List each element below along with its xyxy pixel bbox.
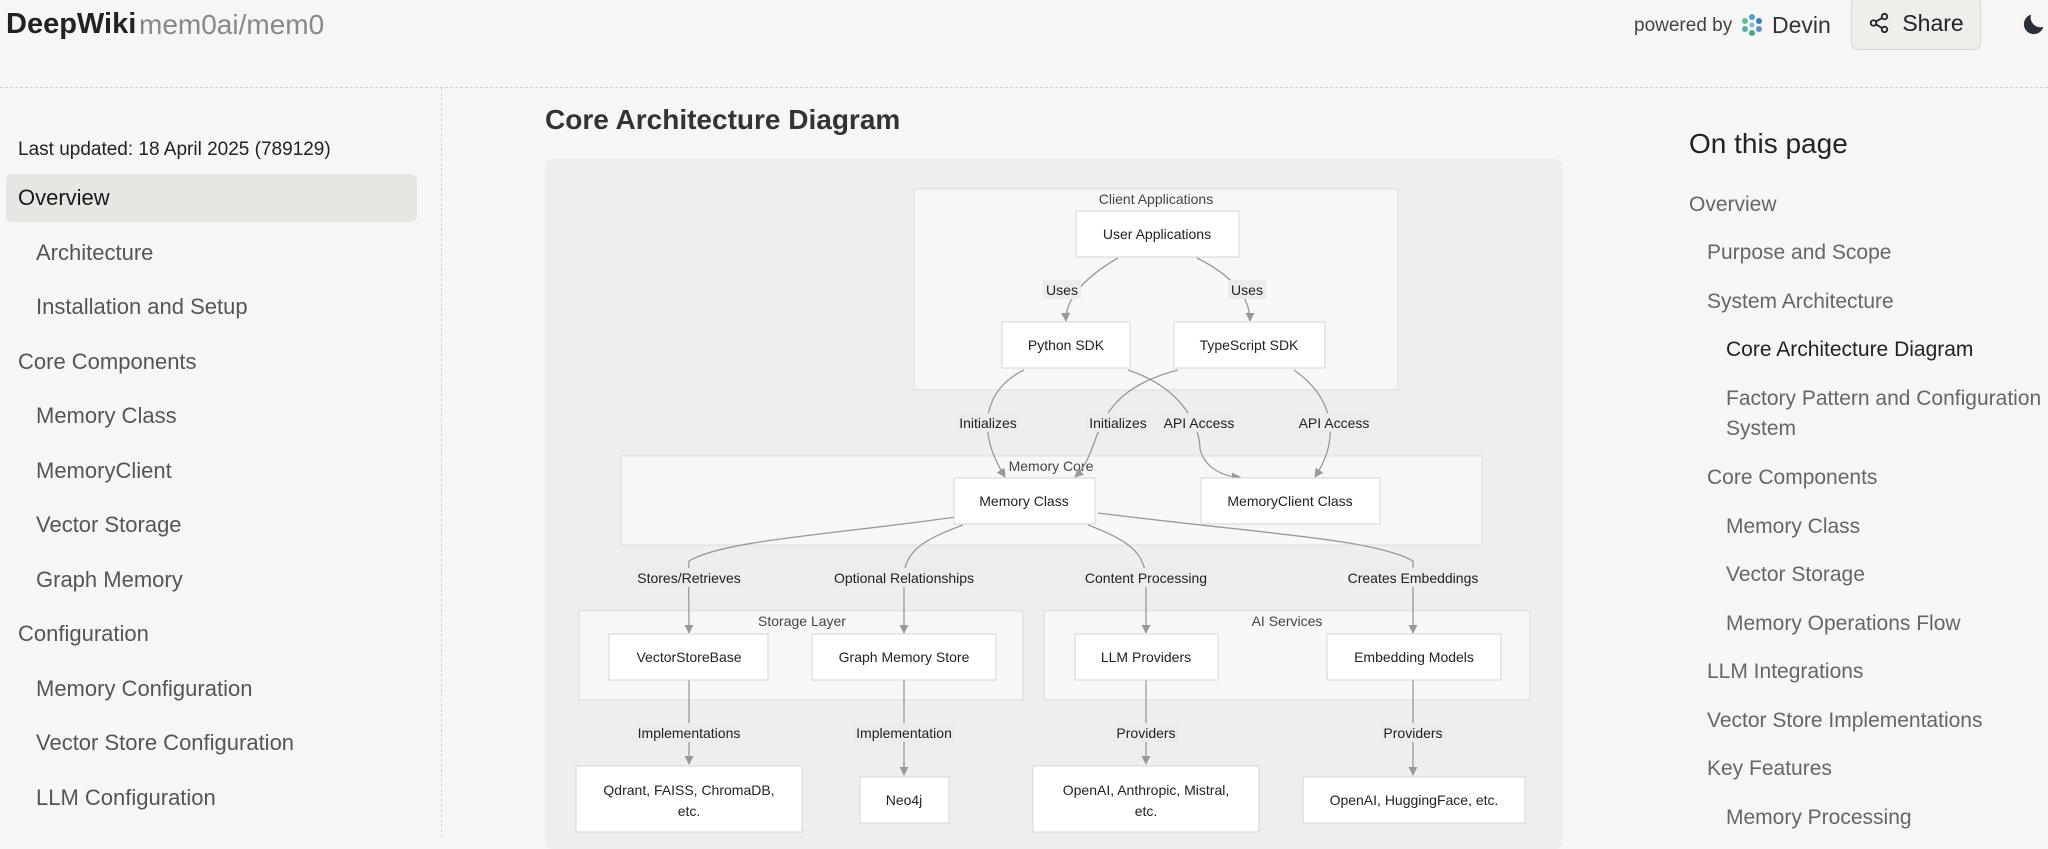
sidebar-item-memoryclient[interactable]: MemoryClient: [36, 458, 172, 483]
edge-label-impls: Implementations: [638, 725, 741, 741]
node-label-typescript-sdk: TypeScript SDK: [1200, 337, 1299, 353]
sidebar-item-vector-store-configuration[interactable]: Vector Store Configuration: [36, 730, 295, 755]
node-label-llm-providers: LLM Providers: [1101, 649, 1191, 665]
sidebar-item-architecture[interactable]: Architecture: [36, 240, 154, 265]
sidebar-item-installation[interactable]: Installation and Setup: [36, 294, 248, 319]
edge-stores: [684, 512, 985, 634]
diagram-svg: Client Applications Memory Core Storage …: [575, 188, 1531, 833]
edge-label-stores: Stores/Retrieves: [637, 570, 740, 586]
edge-embeddings: [1097, 512, 1418, 634]
edge-label-providers-emb: Providers: [1383, 725, 1442, 741]
edge-label-content: Content Processing: [1085, 570, 1207, 586]
node-label-python-sdk: Python SDK: [1028, 337, 1105, 353]
group-label-ai: AI Services: [1252, 613, 1323, 629]
group-label-core: Memory Core: [1009, 458, 1094, 474]
node-label-qdrant-line1: Qdrant, FAISS, ChromaDB,: [603, 782, 774, 798]
toc-item-vector-store-implementations[interactable]: Vector Store Implementations: [1707, 709, 1983, 732]
toc-item-memory-operations-flow[interactable]: Memory Operations Flow: [1726, 612, 1961, 635]
node-label-graph-memory-store: Graph Memory Store: [839, 649, 970, 665]
toc-item-memory-class[interactable]: Memory Class: [1726, 515, 1861, 538]
devin-logo-icon: [1742, 14, 1762, 36]
last-updated: Last updated: 18 April 2025 (789129): [18, 139, 331, 160]
edge-label-impl: Implementation: [856, 725, 952, 741]
group-label-client: Client Applications: [1099, 191, 1213, 207]
sidebar-item-vector-storage[interactable]: Vector Storage: [36, 512, 182, 537]
toc-item-core-components[interactable]: Core Components: [1707, 466, 1878, 489]
sidebar-item-memory-class[interactable]: Memory Class: [36, 403, 177, 428]
node-label-embedding-models: Embedding Models: [1354, 649, 1474, 665]
toc-item-key-features[interactable]: Key Features: [1707, 757, 1832, 780]
node-label-openai-line2: etc.: [1135, 803, 1158, 819]
brand-logo[interactable]: DeepWiki: [6, 8, 137, 40]
edge-label-optional: Optional Relationships: [834, 570, 974, 586]
toc-item-llm-integrations[interactable]: LLM Integrations: [1707, 660, 1864, 683]
node-label-user-applications: User Applications: [1103, 226, 1211, 242]
node-python-sdk[interactable]: [1001, 321, 1131, 369]
toc-title: On this page: [1689, 128, 1848, 159]
edge-label-embeddings: Creates Embeddings: [1348, 570, 1479, 586]
sidebar-item-configuration[interactable]: Configuration: [18, 621, 149, 646]
node-embedding-models[interactable]: [1326, 633, 1502, 681]
toc-item-memory-processing[interactable]: Memory Processing: [1726, 806, 1912, 829]
node-vectorstorebase[interactable]: [608, 633, 769, 681]
node-label-neo4j: Neo4j: [886, 792, 923, 808]
powered-by-label: powered by: [1634, 15, 1733, 36]
node-memoryclient-class[interactable]: [1200, 477, 1381, 525]
node-label-vectorstorebase: VectorStoreBase: [636, 649, 741, 665]
node-label-openai-huggingface: OpenAI, HuggingFace, etc.: [1330, 792, 1499, 808]
toc-item-purpose[interactable]: Purpose and Scope: [1707, 241, 1892, 264]
node-neo4j[interactable]: [859, 776, 950, 824]
edge-label-uses-right: Uses: [1231, 282, 1263, 298]
edge-label-uses-left: Uses: [1046, 282, 1078, 298]
repo-name[interactable]: mem0ai/mem0: [139, 9, 325, 40]
edge-api-left: [1127, 369, 1241, 482]
group-label-storage: Storage Layer: [758, 613, 846, 629]
page-title: Core Architecture Diagram: [545, 104, 901, 135]
toc-item-core-architecture-diagram[interactable]: Core Architecture Diagram: [1726, 338, 1974, 361]
edge-label-api-right: API Access: [1299, 415, 1370, 431]
edge-label-api-left: API Access: [1164, 415, 1235, 431]
left-sidebar: Last updated: 18 April 2025 (789129) Ove…: [0, 88, 442, 837]
sidebar-item-core-components[interactable]: Core Components: [18, 349, 197, 374]
sidebar-item-graph-memory[interactable]: Graph Memory: [36, 567, 183, 592]
node-label-openai-line1: OpenAI, Anthropic, Mistral,: [1063, 782, 1230, 798]
toc-item-factory-pattern-line2: System: [1726, 417, 1797, 440]
edge-init-left: [986, 369, 1025, 478]
node-openai-huggingface[interactable]: [1302, 776, 1526, 824]
node-label-qdrant-line2: etc.: [678, 803, 701, 819]
node-qdrant[interactable]: [575, 765, 803, 833]
share-button[interactable]: Share: [1851, 0, 1981, 50]
sidebar-item-overview[interactable]: Overview: [6, 174, 417, 222]
node-label-memoryclient-class: MemoryClient Class: [1227, 493, 1352, 509]
node-memory-class[interactable]: [953, 477, 1096, 525]
toc-item-overview[interactable]: Overview: [1689, 193, 1777, 216]
moon-icon[interactable]: [2020, 10, 2048, 38]
top-header: DeepWiki mem0ai/mem0 powered by Devin Sh…: [0, 0, 2048, 88]
architecture-diagram: Client Applications Memory Core Storage …: [545, 159, 1563, 849]
node-typescript-sdk[interactable]: [1173, 321, 1326, 369]
edge-label-providers-llm: Providers: [1116, 725, 1175, 741]
toc-item-factory-pattern[interactable]: Factory Pattern and Configuration System: [1726, 384, 2041, 444]
sidebar-item-llm-configuration[interactable]: LLM Configuration: [36, 785, 216, 810]
share-icon: [1870, 12, 1889, 34]
node-graph-memory-store[interactable]: [811, 633, 997, 681]
toc-item-vector-storage[interactable]: Vector Storage: [1726, 563, 1865, 586]
toc-item-factory-pattern-line1: Factory Pattern and Configuration: [1726, 387, 2042, 410]
share-label: Share: [1902, 9, 1964, 36]
toc-item-system-architecture[interactable]: System Architecture: [1707, 290, 1894, 313]
edge-label-init-right: Initializes: [1089, 415, 1147, 431]
sidebar-item-memory-configuration[interactable]: Memory Configuration: [36, 676, 253, 701]
node-llm-providers[interactable]: [1074, 633, 1219, 681]
node-user-applications[interactable]: [1075, 210, 1240, 258]
node-openai-anthropic[interactable]: [1032, 765, 1260, 833]
edge-label-init-left: Initializes: [959, 415, 1017, 431]
node-label-memory-class: Memory Class: [979, 493, 1068, 509]
devin-link[interactable]: Devin: [1772, 12, 1831, 38]
